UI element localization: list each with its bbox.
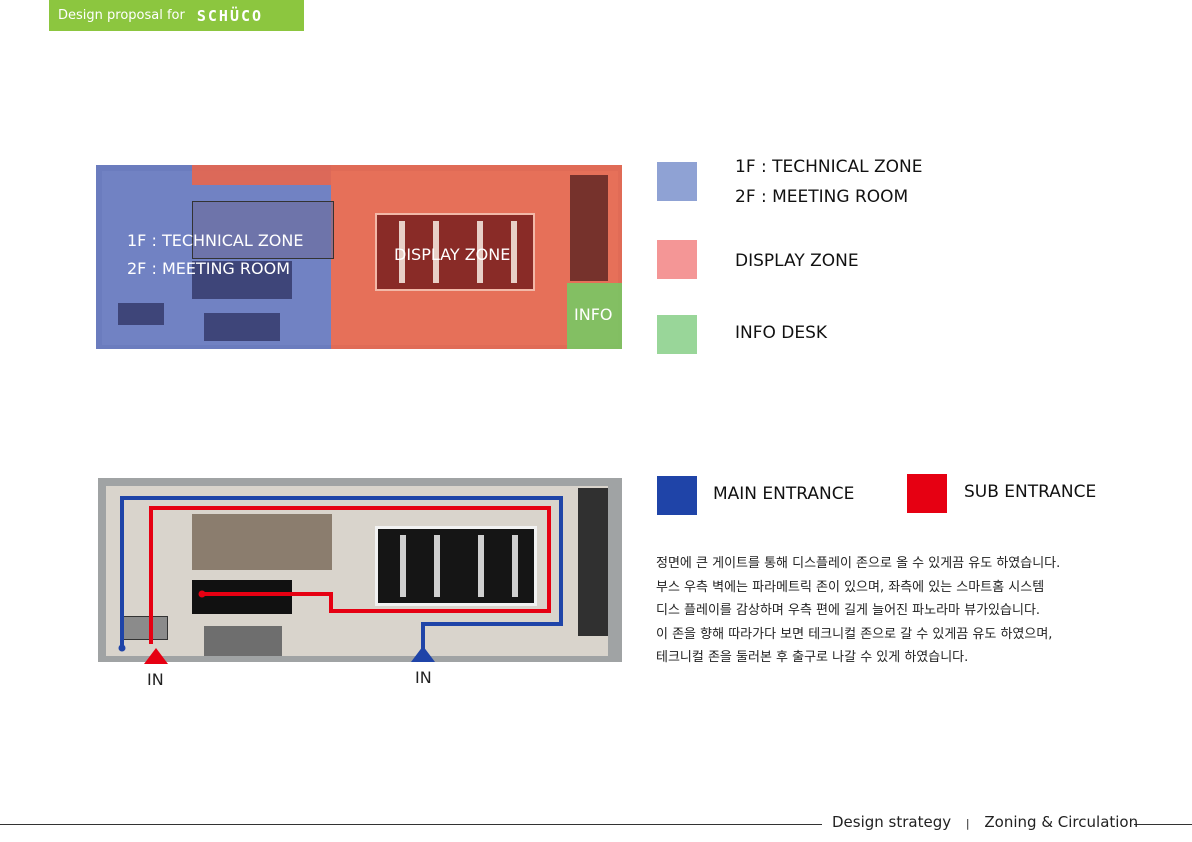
meeting-table bbox=[192, 201, 334, 259]
legend-sub-entrance: SUB ENTRANCE bbox=[964, 482, 1097, 502]
legend-display: DISPLAY ZONE bbox=[735, 251, 859, 271]
display-post bbox=[399, 221, 405, 283]
bench bbox=[204, 626, 282, 656]
footer-rule-right bbox=[1134, 824, 1192, 825]
legend-technical-line1: 1F : TECHNICAL ZONE bbox=[735, 157, 923, 177]
footer: Design strategy | Zoning & Circulation bbox=[832, 813, 1138, 831]
display-post bbox=[512, 535, 518, 597]
description-line: 부스 우측 벽에는 파라메트릭 존이 있으며, 좌측에 있는 스마트홈 시스템 bbox=[656, 579, 1045, 595]
display-zone-label: DISPLAY ZONE bbox=[394, 245, 511, 264]
legend-technical-line2: 2F : MEETING ROOM bbox=[735, 187, 909, 207]
footer-rule-left bbox=[0, 824, 822, 825]
display-post bbox=[433, 221, 439, 283]
circulation-paths bbox=[118, 496, 563, 654]
footer-section: Design strategy bbox=[832, 813, 952, 831]
display-case bbox=[375, 213, 535, 291]
zoning-floor-plan: 1F : TECHNICAL ZONE 2F : MEETING ROOM DI… bbox=[96, 165, 622, 349]
legend-info: INFO DESK bbox=[735, 323, 828, 343]
info-label: INFO bbox=[574, 305, 613, 324]
reception-desk bbox=[120, 616, 168, 640]
legend-swatch-display bbox=[657, 240, 697, 279]
circulation-description: 정면에 큰 게이트를 통해 디스플레이 존으로 올 수 있게끔 유도 하였습니다… bbox=[656, 552, 1060, 670]
parametric-wall bbox=[570, 175, 608, 281]
main-entrance-marker-icon bbox=[411, 646, 435, 662]
sub-path-end-dot bbox=[198, 590, 206, 598]
sub-entrance-marker-icon bbox=[144, 648, 168, 664]
display-post bbox=[511, 221, 517, 283]
main-entrance-path bbox=[120, 496, 563, 654]
description-line: 이 존을 향해 따라가다 보면 테크니컬 존으로 갈 수 있게끔 유도 하였으며… bbox=[656, 626, 1053, 642]
bench bbox=[204, 313, 280, 341]
legend-swatch-main-entrance bbox=[657, 476, 697, 515]
brand-logo: SCHÜCO bbox=[196, 6, 264, 25]
display-post bbox=[478, 535, 484, 597]
display-case bbox=[375, 526, 537, 606]
sofa bbox=[192, 580, 292, 614]
sofa bbox=[192, 261, 292, 299]
sub-entrance-path bbox=[149, 506, 551, 644]
description-line: 디스 플레이를 감상하며 우측 편에 길게 늘어진 파노라마 뷰가있습니다. bbox=[656, 603, 1041, 618]
legend-swatch-info bbox=[657, 315, 697, 354]
info-desk-area bbox=[567, 283, 622, 349]
header-badge: Design proposal for SCHÜCO bbox=[49, 0, 304, 31]
display-post bbox=[477, 221, 483, 283]
footer-separator: | bbox=[965, 817, 970, 830]
description-line: 정면에 큰 게이트를 통해 디스플레이 존으로 올 수 있게끔 유도 하였습니다… bbox=[656, 556, 1061, 571]
circulation-floor-plan bbox=[98, 478, 622, 662]
display-post bbox=[400, 535, 406, 597]
legend-swatch-sub-entrance bbox=[907, 474, 947, 513]
footer-page-title: Zoning & Circulation bbox=[984, 813, 1139, 831]
main-entrance-in-label: IN bbox=[415, 668, 432, 687]
display-zone-strip bbox=[192, 165, 331, 185]
description-line: 테크니컬 존을 둘러본 후 출구로 나갈 수 있게 하였습니다. bbox=[656, 650, 969, 665]
tech-zone-label: 1F : TECHNICAL ZONE bbox=[127, 231, 304, 250]
legend-main-entrance: MAIN ENTRANCE bbox=[713, 484, 855, 504]
meeting-table bbox=[192, 514, 332, 570]
meeting-room-label: 2F : MEETING ROOM bbox=[127, 259, 291, 278]
sub-entrance-in-label: IN bbox=[147, 670, 164, 689]
header-prefix: Design proposal for bbox=[58, 8, 185, 23]
display-post bbox=[434, 535, 440, 597]
legend-swatch-technical bbox=[657, 162, 697, 201]
reception-desk bbox=[118, 303, 164, 325]
main-path-end-dot bbox=[118, 644, 126, 652]
parametric-wall bbox=[578, 488, 608, 636]
